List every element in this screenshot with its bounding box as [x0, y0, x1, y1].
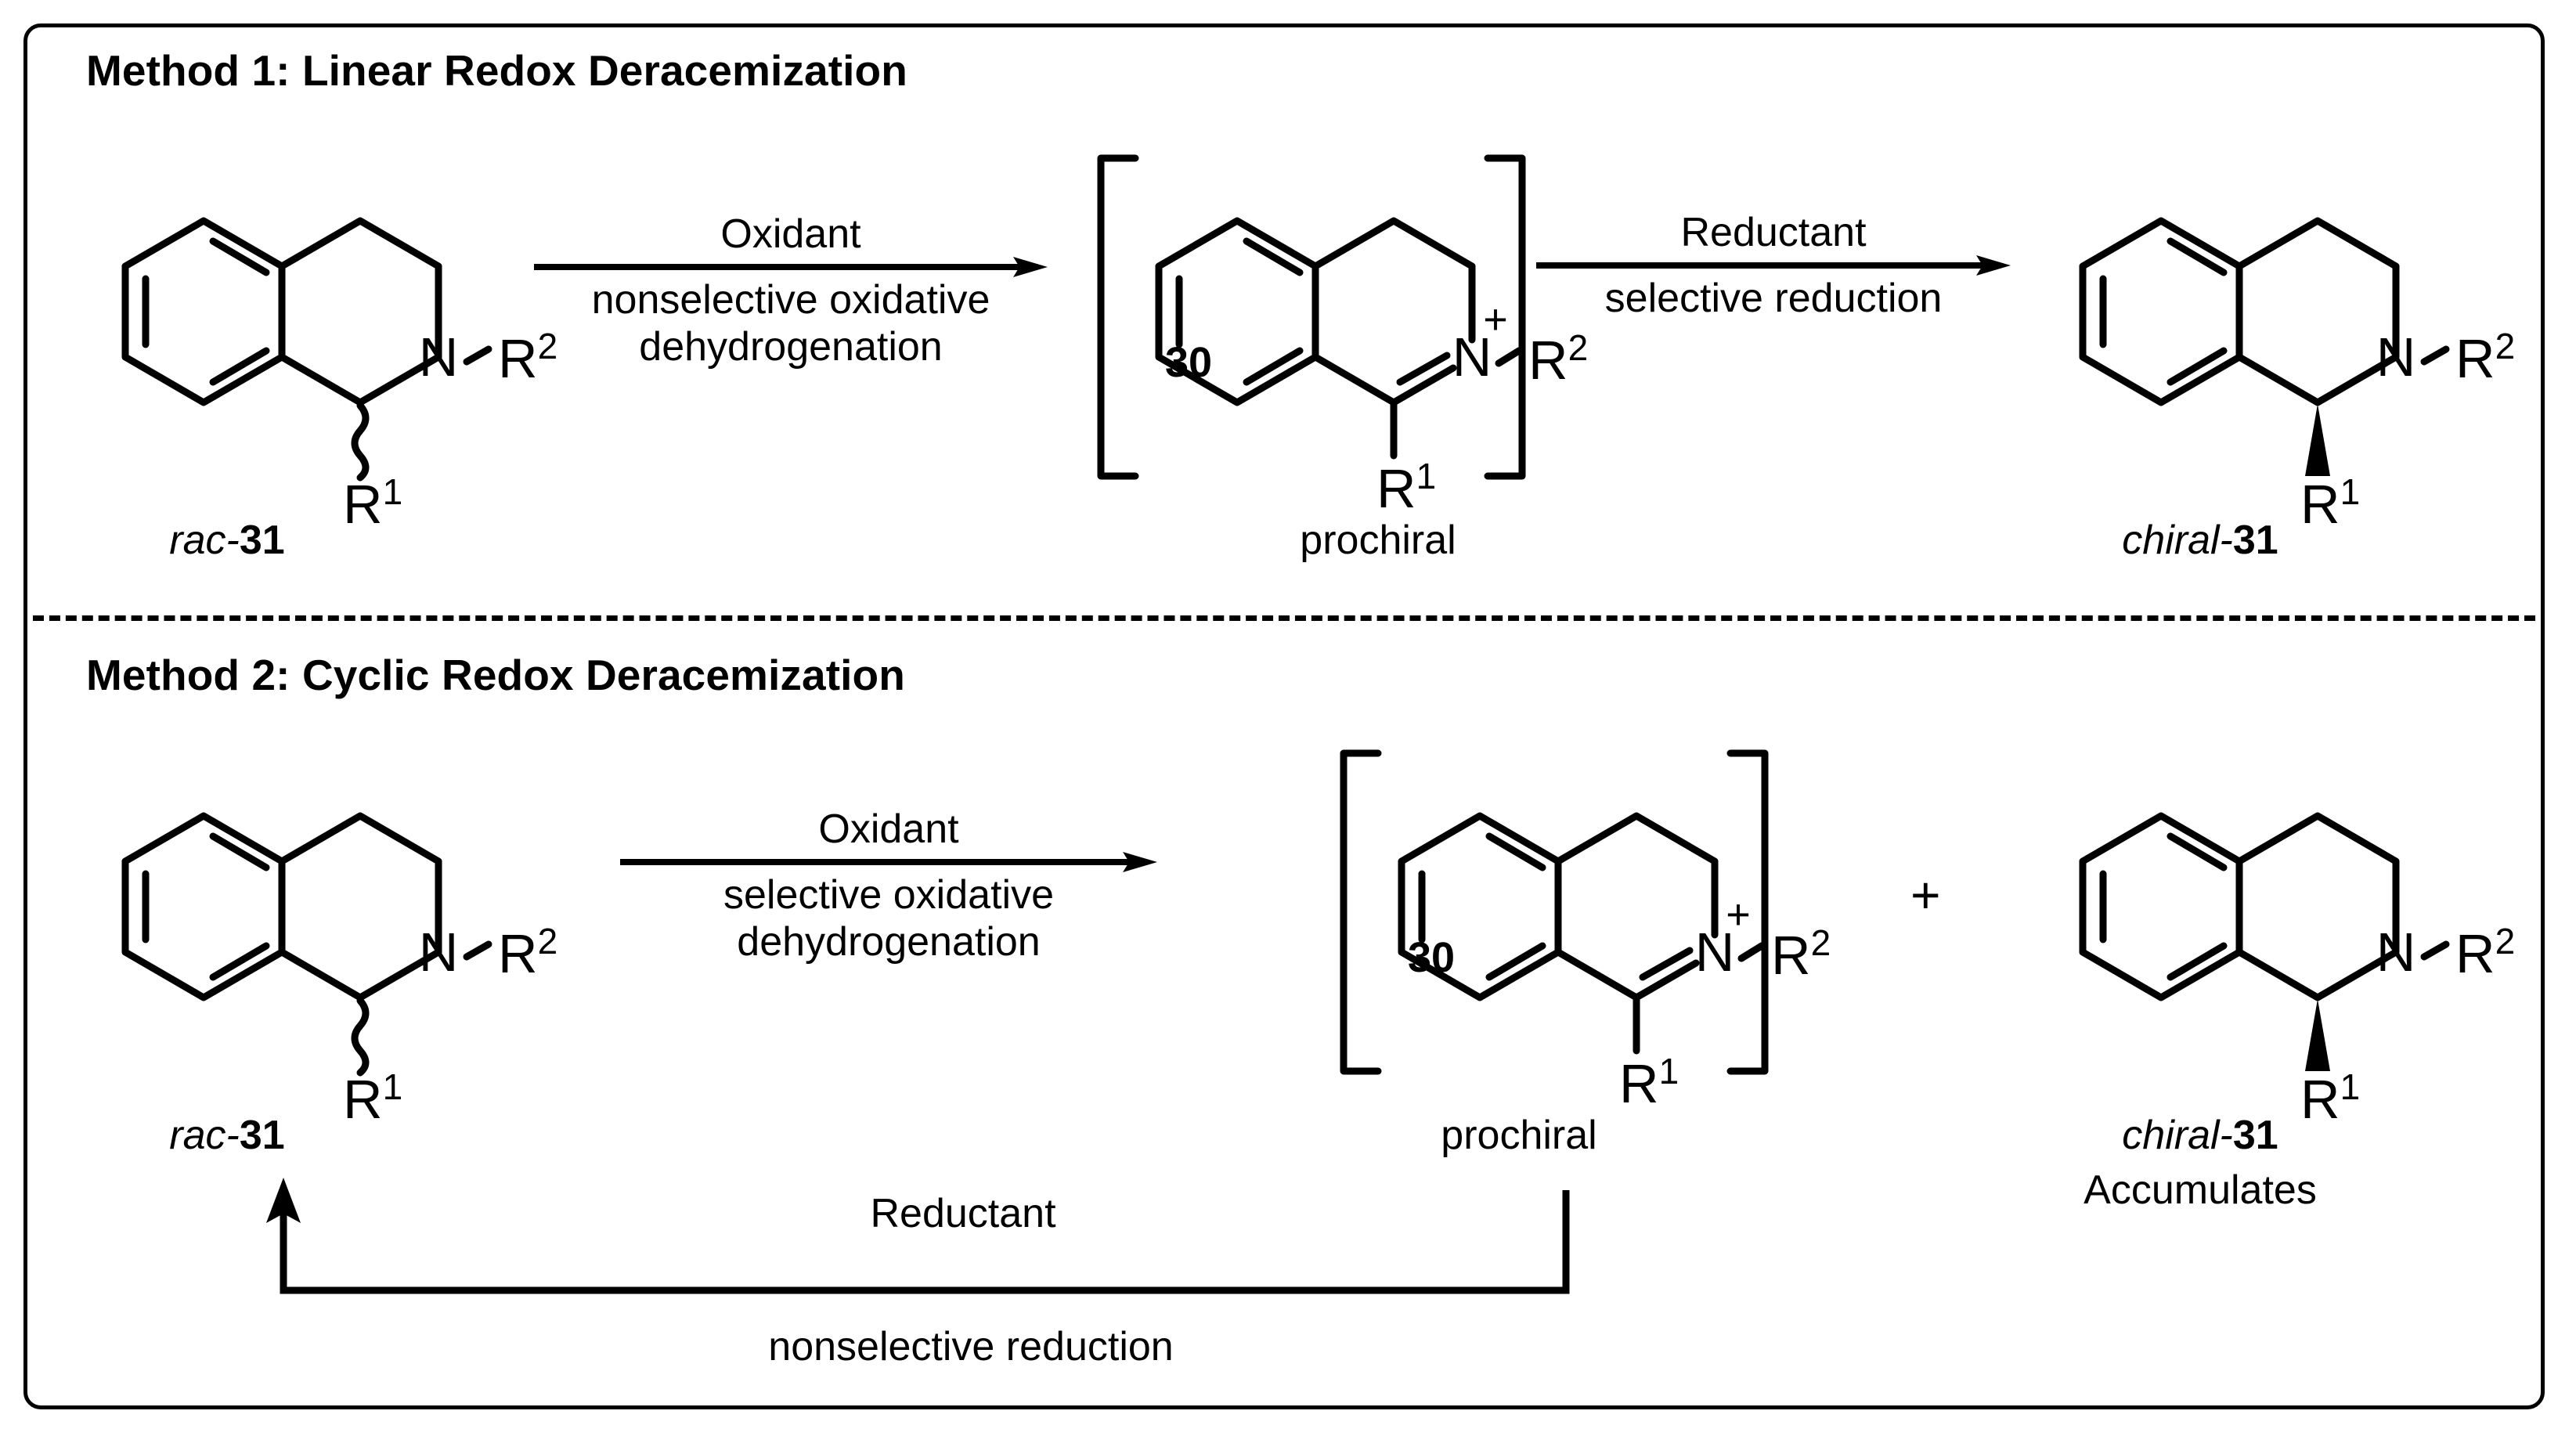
caption-chiral-31-method1: chiral-31 — [2122, 518, 2278, 563]
arrow-shaft — [532, 257, 1049, 278]
caption-prochiral-method2: prochiral — [1441, 1113, 1597, 1158]
structure-chiral-31-method1: N R2 R1 — [2036, 149, 2515, 535]
structure-iminium-30-method1: N + R2 R1 — [1081, 133, 1588, 519]
nitrogen-atom-label: N — [419, 327, 459, 388]
recycle-arrow-reductant — [251, 1174, 1597, 1315]
wavy-stereo-bond — [351, 402, 370, 482]
positive-charge-icon: + — [1483, 296, 1508, 343]
plus-sign: + — [1910, 866, 1941, 924]
arrow-label-below: selective reduction — [1604, 276, 1943, 322]
compound-number-30-method2: 30 — [1408, 934, 1456, 981]
nitrogen-atom-label: N — [2376, 922, 2416, 983]
caption-rac-31-method1: rac-31 — [169, 518, 285, 563]
caption-rac-31-method2: rac-31 — [169, 1113, 285, 1158]
recycle-label-below: nonselective reduction — [768, 1324, 1174, 1369]
arrow-label-below: nonselective oxidative dehydrogenation — [591, 277, 990, 370]
figure-frame — [23, 23, 2545, 1409]
arrow-label-above: Reductant — [1680, 210, 1867, 255]
structure-rac-31-method1: N R2 R1 — [78, 149, 557, 535]
structure-iminium-30-method2: N + R2 R1 — [1323, 728, 1831, 1114]
method-divider — [33, 615, 2535, 621]
structure-rac-31-method2: N R2 R1 — [78, 744, 557, 1130]
arrow-oxidant-method2-block: Oxidant selective oxidative dehydrogenat… — [619, 806, 1159, 966]
caption-prochiral-method1: prochiral — [1300, 518, 1456, 563]
recycle-label-above: Reductant — [870, 1191, 1056, 1236]
imine-double-bond-outer — [1390, 364, 1457, 406]
recycle-arrowhead-icon — [266, 1178, 301, 1223]
arrow-label-above: Oxidant — [818, 806, 959, 852]
arrow-label-above: Oxidant — [720, 211, 861, 257]
structure-chiral-31-method2: N R2 R1 — [2036, 744, 2515, 1130]
arrow-oxidant-method1: Oxidant nonselective oxidative dehydroge… — [532, 211, 1049, 371]
wavy-stereo-bond — [351, 997, 370, 1077]
compound-number-30-method1: 30 — [1165, 339, 1213, 386]
arrow-reductant-method1: Reductant selective reduction — [1535, 210, 2012, 323]
caption-chiral-31-method2: chiral-31 — [2122, 1113, 2278, 1158]
caption-accumulates: Accumulates — [2084, 1167, 2317, 1213]
arrow-label-below: selective oxidative dehydrogenation — [723, 872, 1054, 965]
method1-title: Method 1: Linear Redox Deracemization — [86, 46, 907, 95]
nitrogen-atom-label: N — [1695, 922, 1735, 983]
wedge-stereo-bond — [2305, 999, 2330, 1071]
nitrogen-atom-label: N — [2376, 327, 2416, 388]
wedge-stereo-bond — [2305, 404, 2330, 476]
positive-charge-icon: + — [1726, 891, 1751, 938]
method2-title: Method 2: Cyclic Redox Deracemization — [86, 651, 905, 699]
arrow-shaft — [1535, 255, 2012, 276]
arrow-shaft — [619, 852, 1159, 873]
nitrogen-atom-label: N — [1452, 327, 1492, 388]
nitrogen-atom-label: N — [419, 922, 459, 983]
imine-double-bond-inner — [1396, 352, 1451, 386]
